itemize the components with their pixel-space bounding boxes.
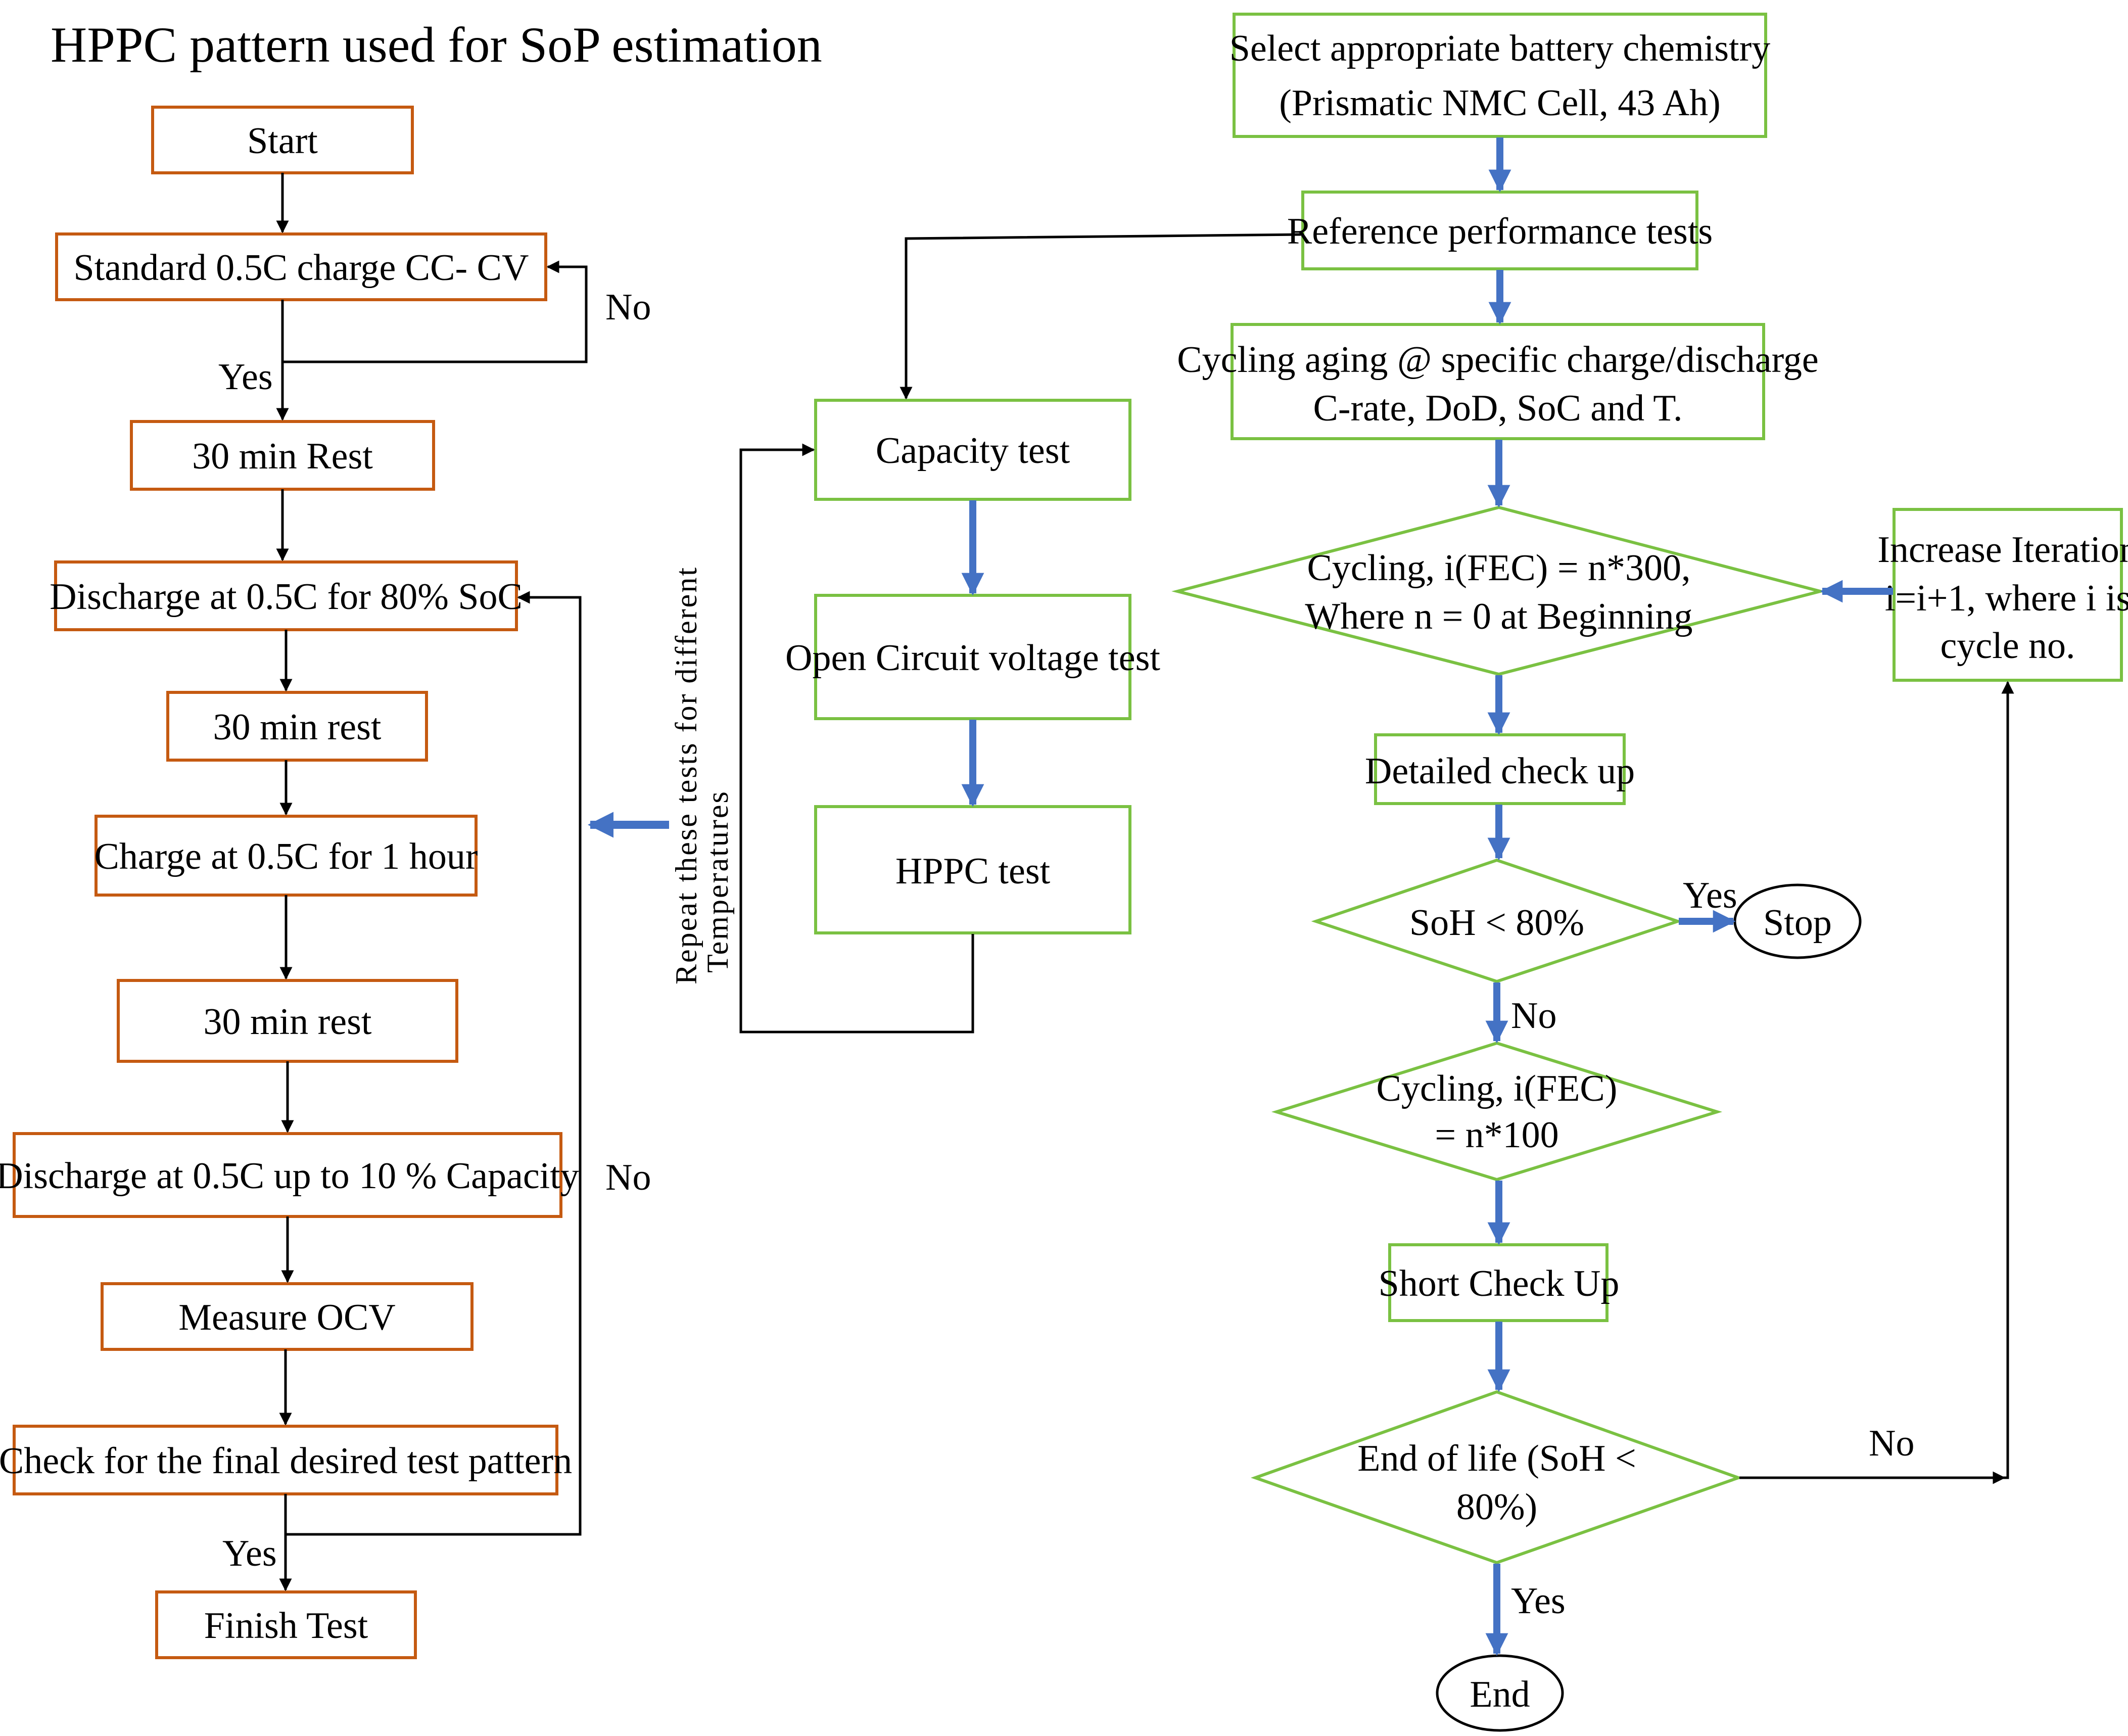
soh-label: SoH < 80% — [1409, 902, 1584, 944]
stop-label: Stop — [1763, 902, 1832, 944]
measure-ocv-label: Measure OCV — [178, 1297, 396, 1338]
iteration-line3: cycle no. — [1940, 625, 2075, 667]
cycling-100-diamond — [1271, 1041, 1723, 1182]
eol-no-label: No — [1869, 1423, 1914, 1464]
rest-30min-label-2: 30 min rest — [213, 707, 382, 748]
chemistry-line2: (Prismatic NMC Cell, 43 Ah) — [1279, 82, 1721, 124]
finish-test-label: Finish Test — [204, 1605, 368, 1647]
repeat-note-line2: Temperatures — [701, 790, 734, 973]
cycling-300-line1: Cycling, i(FEC) = n*300, — [1307, 547, 1690, 589]
cycling-300-diamond — [1171, 505, 1826, 676]
iteration-line2: i=i+1, where i is — [1885, 578, 2128, 619]
soh-diamond — [1311, 858, 1683, 983]
chemistry-line1: Select appropriate battery chemistry — [1229, 28, 1771, 69]
aging-line2: C-rate, DoD, SoC and T. — [1313, 388, 1682, 429]
short-checkup-label: Short Check Up — [1379, 1263, 1620, 1304]
standard-charge-label: Standard 0.5C charge CC- CV — [74, 247, 529, 289]
arrow-loop-to-iteration — [2001, 681, 2014, 1479]
arrow-repeat-loop — [286, 591, 582, 1536]
arrow-temperature-loop — [739, 443, 974, 1034]
end-label: End — [1470, 1674, 1530, 1715]
charge-1hour-label: Charge at 0.5C for 1 hour — [94, 836, 478, 877]
soh-no-label: No — [1511, 995, 1556, 1037]
start-label: Start — [247, 120, 318, 162]
charge-yes-label: Yes — [218, 356, 273, 398]
arrow-charge-retry-loop — [282, 260, 588, 363]
iteration-line1: Increase Iteration — [1877, 529, 2128, 571]
check-pattern-label: Check for the final desired test pattern — [0, 1440, 572, 1482]
cycling-300-line2: Where n = 0 at Beginning — [1305, 596, 1692, 637]
repeat-note-line1: Repeat these tests for different — [670, 566, 703, 984]
soh-yes-label: Yes — [1683, 875, 1737, 916]
cycling-100-line2: = n*100 — [1435, 1114, 1558, 1156]
ocv-test-label: Open Circuit voltage test — [785, 637, 1160, 679]
aging-line1: Cycling aging @ specific charge/discharg… — [1177, 339, 1819, 381]
cycling-100-line1: Cycling, i(FEC) — [1377, 1068, 1618, 1109]
loop-no-label: No — [605, 1157, 651, 1198]
capacity-test-box — [814, 399, 1131, 501]
standard-charge-box — [55, 232, 547, 301]
rest-30min-label-1: 30 min Rest — [192, 436, 373, 477]
finish-test-box — [155, 1590, 417, 1659]
hppc-title: HPPC pattern used for SoP estimation — [51, 17, 822, 73]
discharge-80soc-label: Discharge at 0.5C for 80% SoC — [50, 576, 523, 618]
rest-30min-label-3: 30 min rest — [204, 1001, 372, 1043]
detailed-checkup-label: Detailed check up — [1365, 750, 1635, 792]
reference-tests-label: Reference performance tests — [1287, 211, 1713, 252]
eol-yes-label: Yes — [1511, 1580, 1566, 1622]
arrow-reference-to-capacity — [900, 233, 1301, 400]
chemistry-box — [1233, 13, 1767, 138]
final-yes-label: Yes — [222, 1533, 277, 1574]
eol-line1: End of life (SoH < — [1357, 1438, 1636, 1479]
measure-ocv-box — [101, 1282, 474, 1351]
discharge-10capacity-label: Discharge at 0.5C up to 10 % Capacity — [0, 1155, 579, 1197]
hppc-test-label: HPPC test — [895, 851, 1051, 892]
eol-diamond — [1251, 1390, 1743, 1565]
charge-no-label: No — [605, 287, 651, 328]
eol-line2: 80%) — [1456, 1486, 1537, 1528]
iteration-box — [1893, 508, 2123, 682]
capacity-test-label: Capacity test — [876, 430, 1070, 472]
rest-30min-box-2 — [166, 691, 428, 762]
